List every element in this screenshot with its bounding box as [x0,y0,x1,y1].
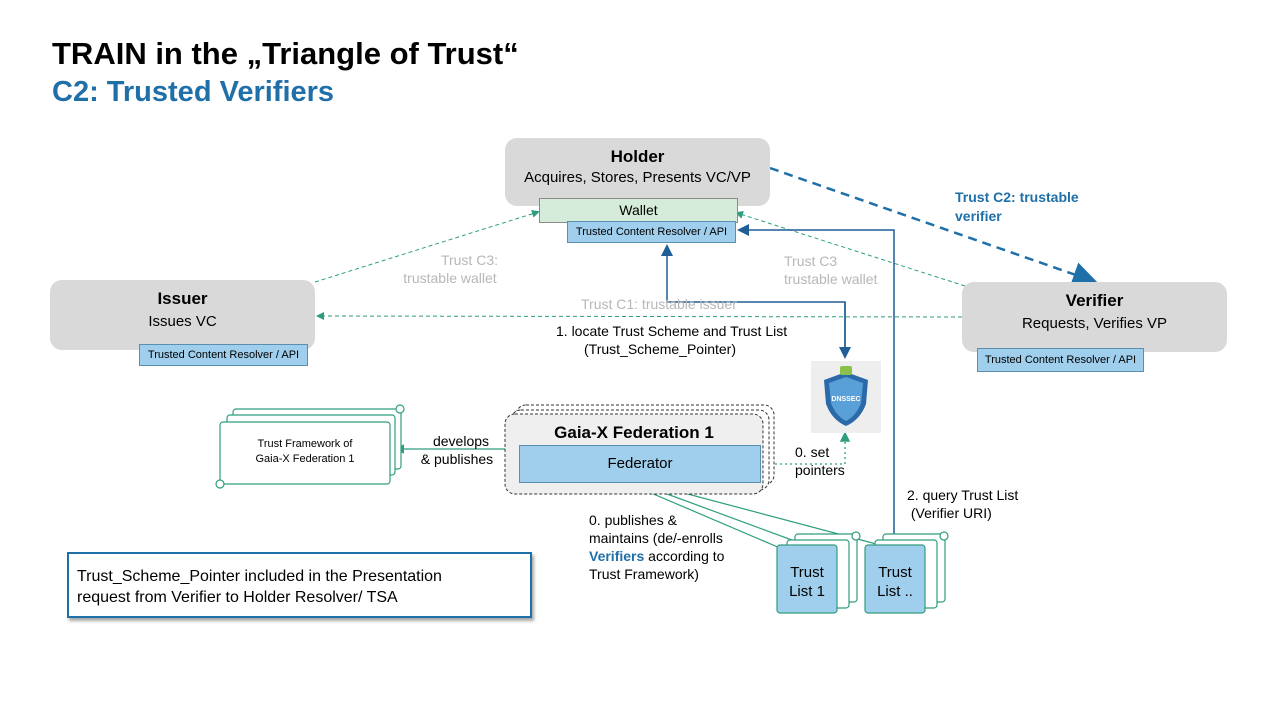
locate-line1: 1. locate Trust Scheme and Trust List [556,323,788,339]
trust-c3-right-arrow [735,211,966,287]
set-pointers-label: 0. set pointers [795,443,845,479]
federator-label: Federator [607,455,673,472]
trust-list-1-line2: List 1 [789,583,825,600]
dnssec-label: DNSSEC [831,396,860,403]
wallet-box: Wallet [539,198,738,223]
query-arrow [737,224,895,542]
develops-line2: & publishes [420,451,494,467]
issuer-resolver-label: Trusted Content Resolver / API [147,349,300,361]
issuer-subtitle: Issues VC [148,313,217,330]
set-pointers-line2: pointers [795,462,845,478]
trust-framework-scroll [215,404,405,489]
publishes-verifiers: Verifiers [589,548,645,564]
set-pointers-line1: 0. set [795,444,830,460]
verifier-box: Verifier Requests, Verifies VP [962,282,1227,352]
trust-c2-line2: verifier [955,208,1002,224]
locate-label: 1. locate Trust Scheme and Trust List (T… [556,322,787,358]
trust-c3-right-line1: Trust C3 [784,253,838,269]
trust-c1-label: Trust C1: trustable issuer [581,296,737,312]
issuer-resolver[interactable]: Trusted Content Resolver / API [139,344,308,366]
trust-list-1[interactable]: Trust List 1 [777,563,837,601]
note-box: Trust_Scheme_Pointer included in the Pre… [67,552,532,618]
trust-list-n-line1: Trust [878,564,912,581]
query-label: 2. query Trust List (Verifier URI) [907,486,1018,522]
trust-framework-label: Trust Framework of Gaia-X Federation 1 [222,437,388,467]
note-line1: Trust_Scheme_Pointer included in the Pre… [77,568,442,585]
publishes-line1: 0. publishes & [589,512,677,528]
verifier-resolver-label: Trusted Content Resolver / API [984,354,1137,366]
set-pointers-arrow [760,431,851,465]
query-line1: 2. query Trust List [907,487,1019,503]
query-line2: (Verifier URI) [907,505,992,521]
dnssec-shield-icon [824,366,868,426]
trust-c3-left-line2: trustable wallet [403,270,497,286]
develops-label: develops & publishes [412,432,502,468]
trust-c2-arrow [769,166,1098,287]
trust-list-n[interactable]: Trust List .. [865,563,925,601]
trust-c1-arrow [316,312,963,321]
publishes-line4: Trust Framework) [589,566,699,582]
publishes-line-3 [629,483,781,549]
federation-title: Gaia-X Federation 1 [554,423,714,442]
federator-box[interactable]: Federator [519,445,761,483]
page-title: TRAIN in the „Triangle of Trust“ [52,36,519,71]
wallet-label: Wallet [619,202,658,218]
trust-c3-left-arrow [314,209,540,283]
holder-resolver[interactable]: Trusted Content Resolver / API [567,221,736,243]
holder-box: Holder Acquires, Stores, Presents VC/VP [505,138,770,206]
verifier-resolver[interactable]: Trusted Content Resolver / API [977,348,1144,372]
develops-line1: develops [432,433,490,449]
locate-line2: (Trust_Scheme_Pointer) [584,341,736,357]
framework-line1: Trust Framework of [257,438,353,450]
publishes-line3-rest: according to [644,548,725,564]
trust-c2-line1: Trust C2: trustable [955,189,1079,205]
issuer-title: Issuer [157,289,208,308]
framework-line2: Gaia-X Federation 1 [255,453,355,465]
publishes-label: 0. publishes & maintains (de/-enrolls Ve… [589,511,724,583]
page-subtitle: C2: Trusted Verifiers [52,76,335,108]
holder-title: Holder [610,147,665,166]
verifier-subtitle: Requests, Verifies VP [1021,315,1168,332]
verifier-title: Verifier [1065,291,1124,310]
issuer-box: Issuer Issues VC [50,280,315,350]
publishes-line2: maintains (de/-enrolls [589,530,723,546]
trust-c3-left-line1: Trust C3: [440,252,498,268]
holder-subtitle: Acquires, Stores, Presents VC/VP [524,169,751,186]
trust-c3-right-line2: trustable wallet [784,271,878,287]
trust-list-n-line2: List .. [877,583,913,600]
note-line2: request from Verifier to Holder Resolver… [77,589,398,606]
trust-c3-left-label: Trust C3: trustable wallet [390,251,510,287]
publishes-line3: Verifiers according to [589,547,724,565]
trust-c2-label: Trust C2: trustable verifier [955,188,1079,226]
trust-c3-right-label: Trust C3 trustable wallet [784,252,877,288]
holder-resolver-label: Trusted Content Resolver / API [575,226,728,238]
trust-list-1-line1: Trust [790,564,824,581]
